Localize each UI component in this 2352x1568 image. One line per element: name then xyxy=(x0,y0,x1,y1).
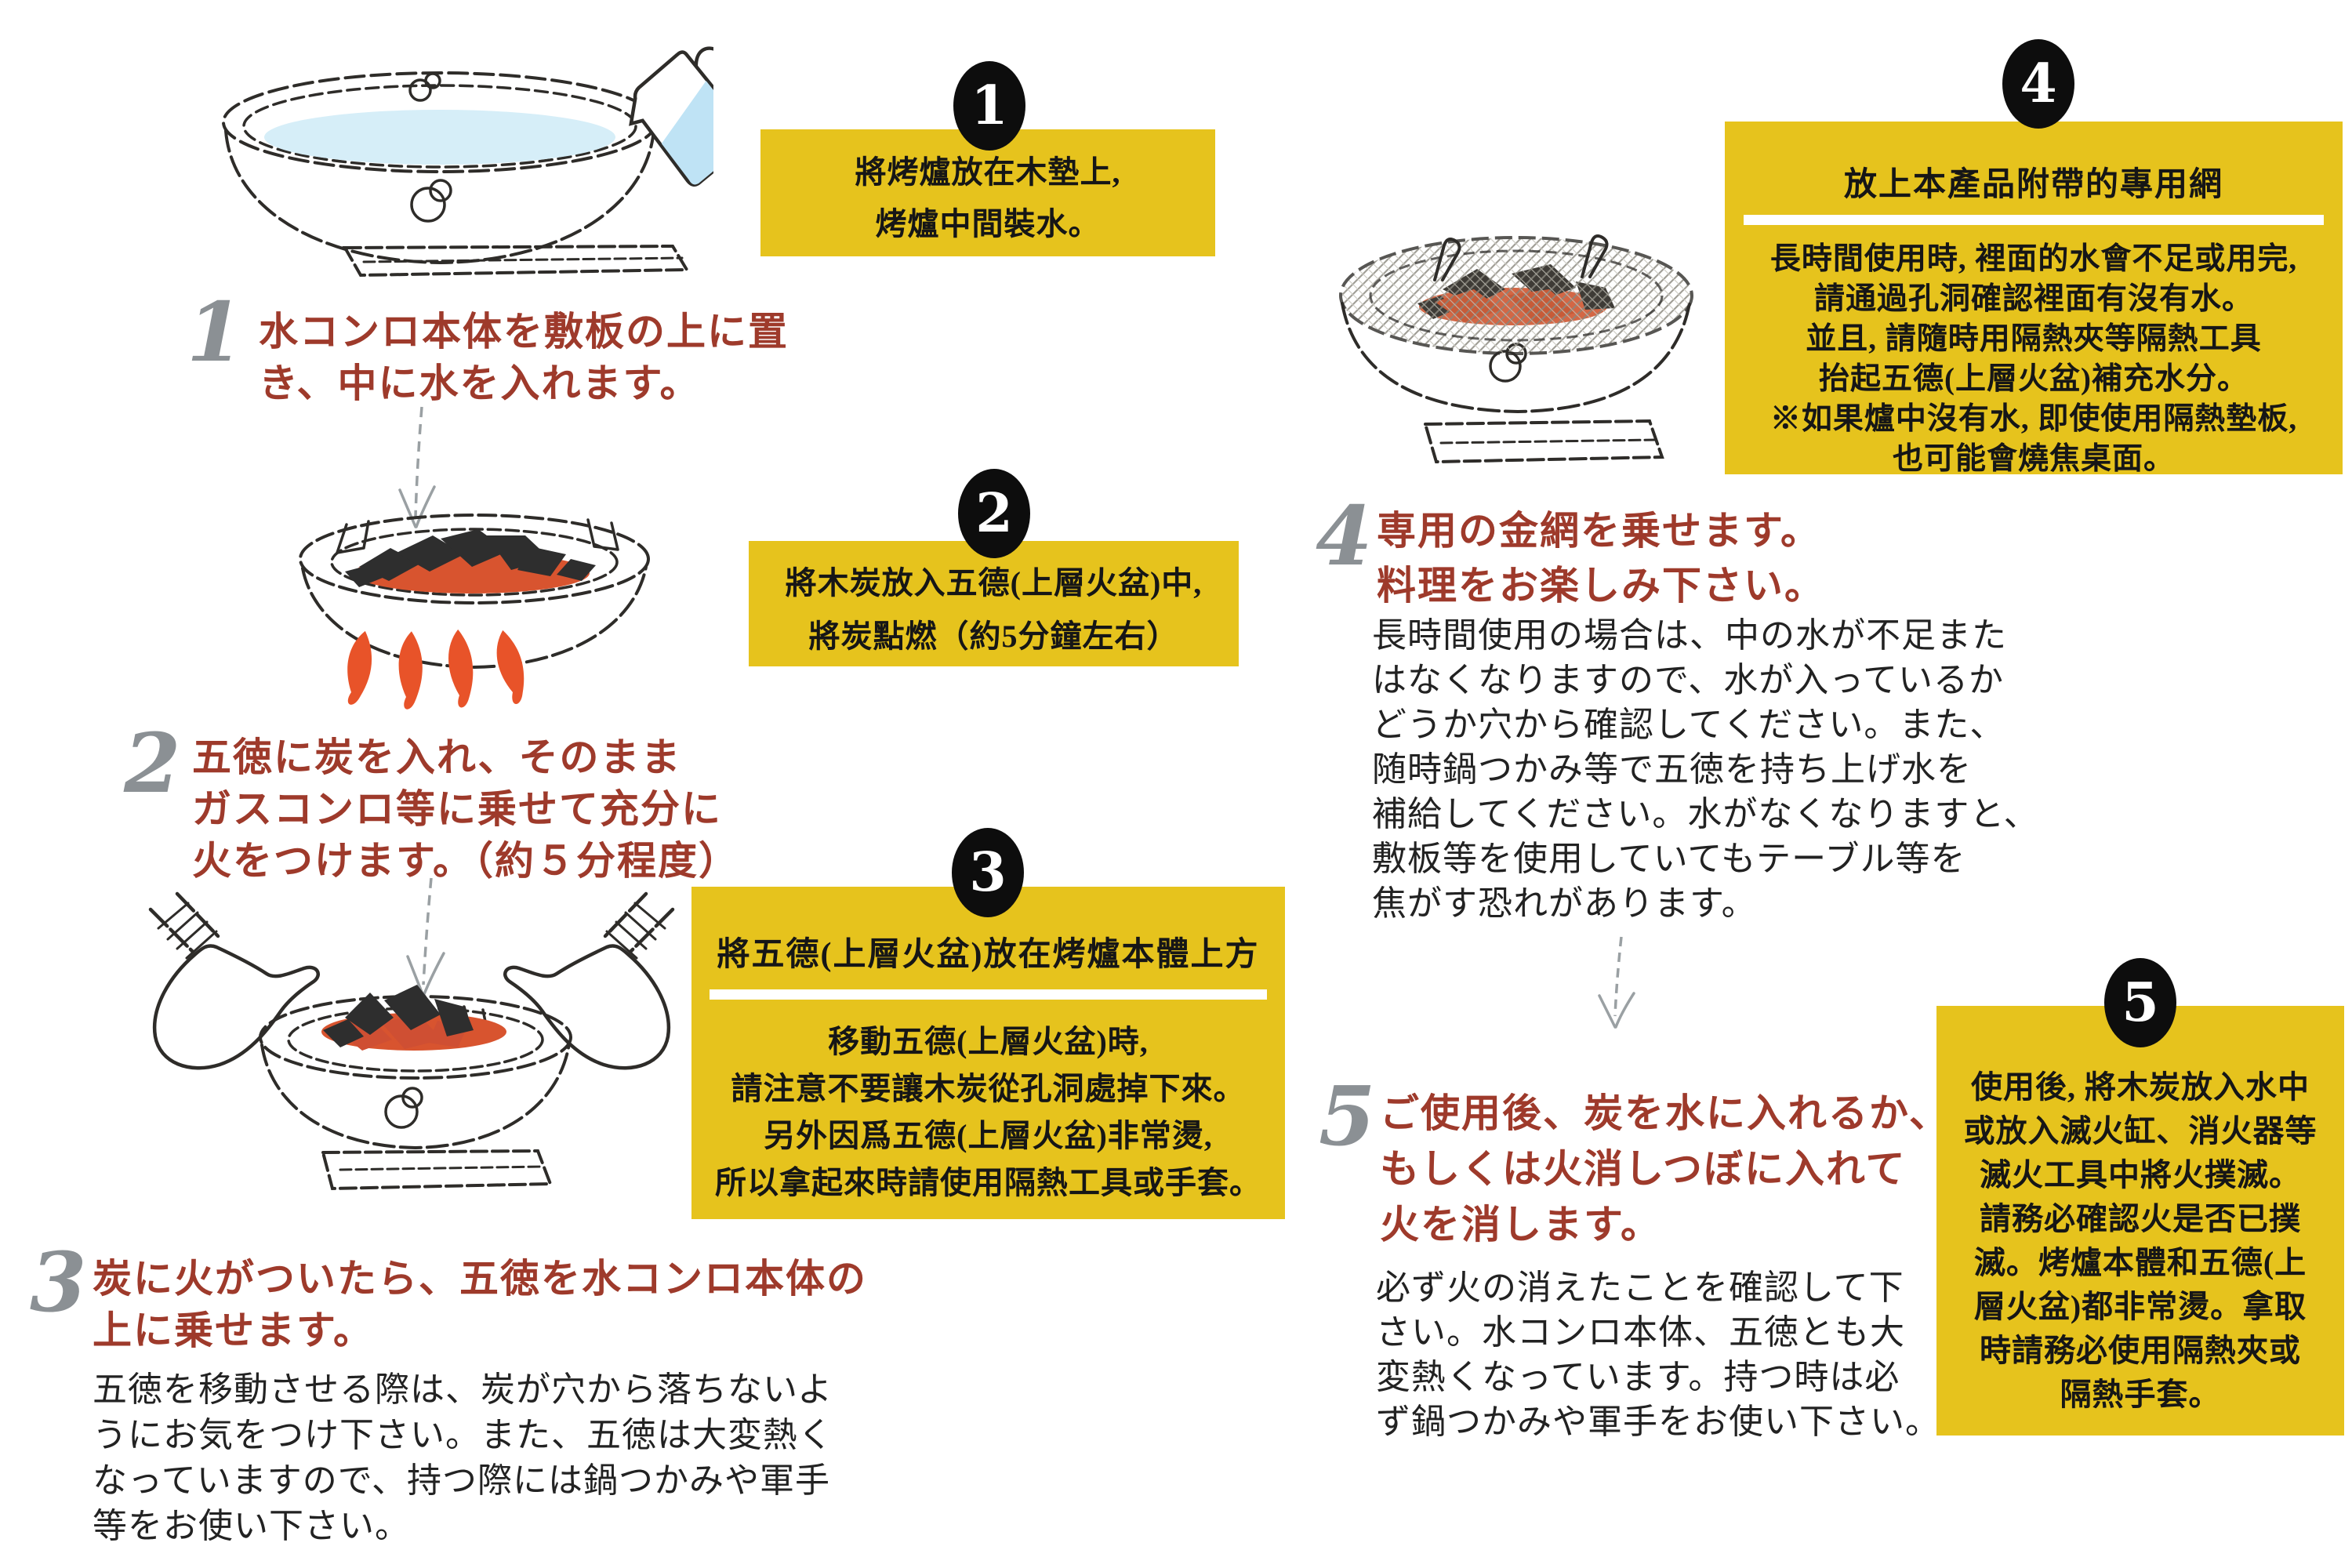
callout-5-box: 使用後, 將木炭放入水中或放入滅火缸、消火器等滅火工具中將火撲滅。請務必確認火是… xyxy=(1936,1006,2344,1436)
badge-number: 4 xyxy=(2020,53,2057,115)
divider xyxy=(1743,215,2325,225)
step-5-heading: ご使用後、炭を水に入れるか、もしくは火消しつぼに入れて火を消します。 xyxy=(1380,1091,1950,1247)
callout-4-text: 長時間使用時, 裡面的水會不足或用完,請通過孔洞確認裡面有沒有水。並且, 請隨時… xyxy=(1769,242,2298,476)
callout-4-badge: 4 xyxy=(2002,39,2074,129)
step-3-number: 3 xyxy=(30,1234,87,1330)
pour-water-illustration xyxy=(222,46,713,278)
callout-3-badge: 3 xyxy=(952,828,1024,917)
step-2-heading: 五徳に炭を入れ、そのままガスコンロ等に乗せて充分に火をつけます。（約５分程度） xyxy=(192,735,739,883)
badge-number: 3 xyxy=(969,841,1007,904)
step-3-heading: 炭に火がついたら、五徳を水コンロ本体の上に乗せます。 xyxy=(93,1257,867,1352)
callout-3-text: 移動五德(上層火盆)時,請注意不要讓木炭從孔洞處掉下來。另外因爲五德(上層火盆)… xyxy=(715,1024,1261,1200)
badge-number: 1 xyxy=(971,74,1008,137)
callout-3-box: 將五德(上層火盆)放在烤爐本體上方 移動五德(上層火盆)時,請注意不要讓木炭從孔… xyxy=(691,887,1285,1219)
badge-number: 5 xyxy=(2122,971,2159,1034)
badge-number: 2 xyxy=(975,482,1013,545)
callout-4-title: 放上本產品附帶的專用網 xyxy=(1843,167,2223,203)
mesh-grill-illustration xyxy=(1339,234,1693,464)
light-charcoal-illustration xyxy=(299,514,650,710)
callout-1-badge: 1 xyxy=(953,61,1025,151)
callout-2-box: 將木炭放入五德(上層火盆)中,將炭點燃（約5分鐘左右） xyxy=(749,541,1239,666)
callout-2-badge: 2 xyxy=(958,469,1030,558)
right-glove xyxy=(503,891,675,1070)
down-arrow-icon xyxy=(406,952,445,996)
step-5-number: 5 xyxy=(1319,1068,1376,1164)
callout-4-box: 放上本產品附帶的專用網 長時間使用時, 裡面的水會不足或用完,請通過孔洞確認裡面… xyxy=(1725,122,2343,476)
step-4-number: 4 xyxy=(1316,488,1373,584)
callout-5-text: 使用後, 將木炭放入水中或放入滅火缸、消火器等滅火工具中將火撲滅。請務必確認火是… xyxy=(1963,1069,2318,1412)
divider xyxy=(709,989,1268,1000)
step-4-heading: 専用の金網を乗せます。料理をお楽しみ下さい。 xyxy=(1377,509,1825,608)
callout-1-box: 將烤爐放在木墊上,烤爐中間裝水。 xyxy=(760,129,1215,256)
place-gotoku-illustration xyxy=(148,877,675,1191)
down-arrow-icon xyxy=(398,406,436,528)
callout-3-title: 將五德(上層火盆)放在烤爐本體上方 xyxy=(717,937,1260,973)
step-1-heading: 水コンロ本体を敷板の上に置き、中に水を入れます。 xyxy=(259,310,789,405)
step-1-number: 1 xyxy=(187,284,244,380)
step-2-number: 2 xyxy=(124,715,181,811)
down-arrow-icon xyxy=(1598,936,1635,1029)
step-3-body: 五徳を移動させる際は、炭が穴から落ちないようにお気をつけ下さい。また、五徳は大変… xyxy=(93,1370,833,1545)
callout-1-text: 將烤爐放在木墊上,烤爐中間裝水。 xyxy=(855,154,1121,241)
step-5-body: 必ず火の消えたことを確認して下さい。水コンロ本体、五徳とも大変熱くなっています。… xyxy=(1376,1269,1940,1441)
callout-5-badge: 5 xyxy=(2104,958,2176,1047)
callout-2-text: 將木炭放入五德(上層火盆)中,將炭點燃（約5分鐘左右） xyxy=(785,565,1203,654)
step-4-body: 長時間使用の場合は、中の水が不足またはなくなりますので、水が入っているかどうか穴… xyxy=(1372,616,2039,923)
left-glove xyxy=(148,891,320,1070)
